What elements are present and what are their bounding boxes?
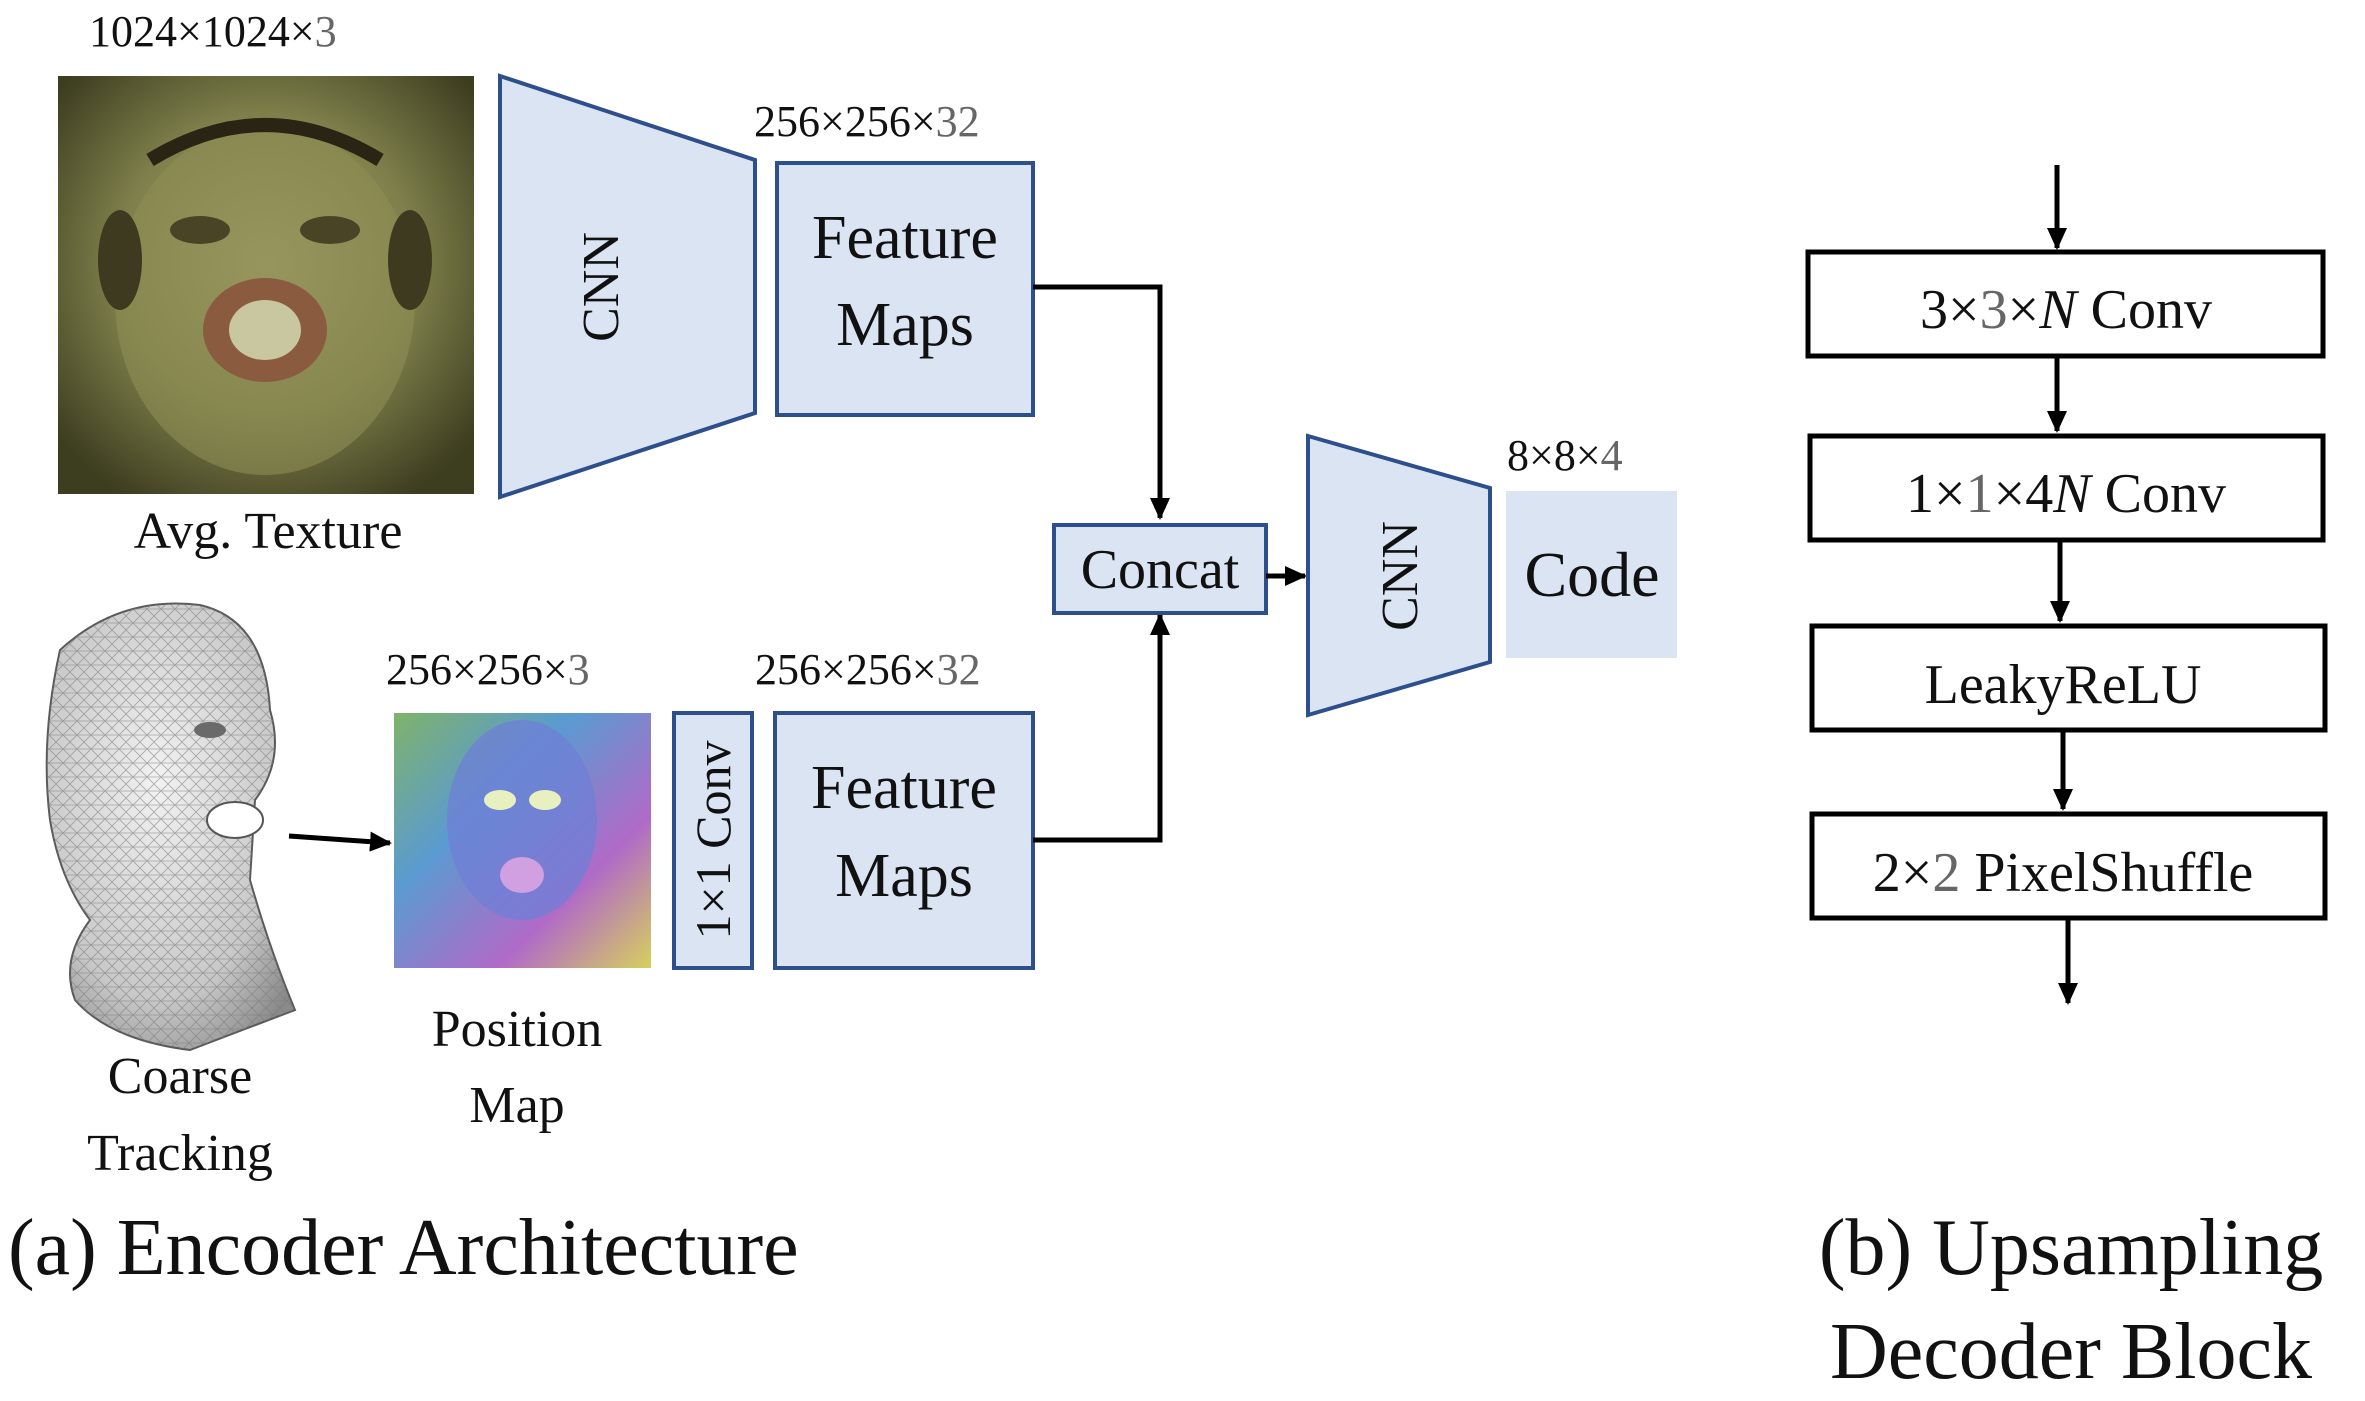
conv3x3-label: 3×3×N Conv bbox=[1920, 279, 2212, 341]
encoder-caption: (a) Encoder Architecture bbox=[8, 1204, 799, 1292]
coarse-tracking-mesh-image bbox=[45, 602, 297, 1052]
feature-maps-top-block bbox=[775, 161, 1035, 417]
cnn-mid-block bbox=[1306, 433, 1492, 718]
feature-maps-bottom-line1: Feature bbox=[811, 754, 997, 822]
conv3x3-block bbox=[1805, 249, 2326, 359]
leakyrelu-label: LeakyReLU bbox=[1925, 654, 2202, 716]
feature-maps-bottom-block bbox=[773, 711, 1035, 970]
code-label: Code bbox=[1524, 539, 1659, 610]
feature-maps-top-dim-label: 256×256×32 bbox=[754, 97, 980, 146]
coarse-tracking-line2: Tracking bbox=[87, 1125, 273, 1182]
leakyrelu-block bbox=[1809, 623, 2328, 733]
pixelshuffle-block bbox=[1809, 811, 2328, 921]
conv1x1-decoder-label: 1×1×4N Conv bbox=[1906, 463, 2226, 525]
arrow-bottom-features-to-concat bbox=[1033, 613, 1170, 843]
pixelshuffle-label: 2×2 PixelShuffle bbox=[1873, 842, 2254, 904]
arrow-tracking-to-position bbox=[288, 831, 392, 852]
cnn-top-label: CNN bbox=[573, 232, 630, 342]
conv1x1-decoder-block bbox=[1807, 433, 2326, 543]
conv1x1-block bbox=[672, 711, 754, 970]
cnn-top-block bbox=[498, 73, 757, 500]
arrow-top-features-to-concat bbox=[1033, 284, 1170, 520]
code-dim-label: 8×8×4 bbox=[1507, 431, 1623, 480]
position-map-dim-label: 256×256×3 bbox=[386, 645, 590, 694]
feature-maps-top-line2: Maps bbox=[836, 291, 974, 359]
feature-maps-bottom-line2: Maps bbox=[835, 842, 973, 910]
avg-texture-image bbox=[58, 76, 474, 494]
position-map-line2: Map bbox=[469, 1077, 564, 1134]
avg-texture-dim-label: 1024×1024×3 bbox=[89, 7, 337, 56]
conv1x1-label: 1×1 Conv bbox=[685, 740, 741, 939]
concat-block bbox=[1052, 523, 1268, 615]
position-map-image bbox=[394, 713, 651, 968]
avg-texture-label: Avg. Texture bbox=[134, 503, 403, 560]
position-map-line1: Position bbox=[432, 1001, 603, 1058]
coarse-tracking-line1: Coarse bbox=[108, 1048, 252, 1105]
feature-maps-top-line1: Feature bbox=[812, 204, 998, 272]
decoder-caption-line2: Decoder Block bbox=[1830, 1308, 2312, 1396]
concat-label: Concat bbox=[1081, 539, 1240, 601]
feature-maps-bottom-dim-label: 256×256×32 bbox=[755, 645, 981, 694]
decoder-caption-line1: (b) Upsampling bbox=[1819, 1204, 2323, 1292]
cnn-mid-label: CNN bbox=[1372, 521, 1429, 631]
code-block bbox=[1506, 491, 1677, 658]
